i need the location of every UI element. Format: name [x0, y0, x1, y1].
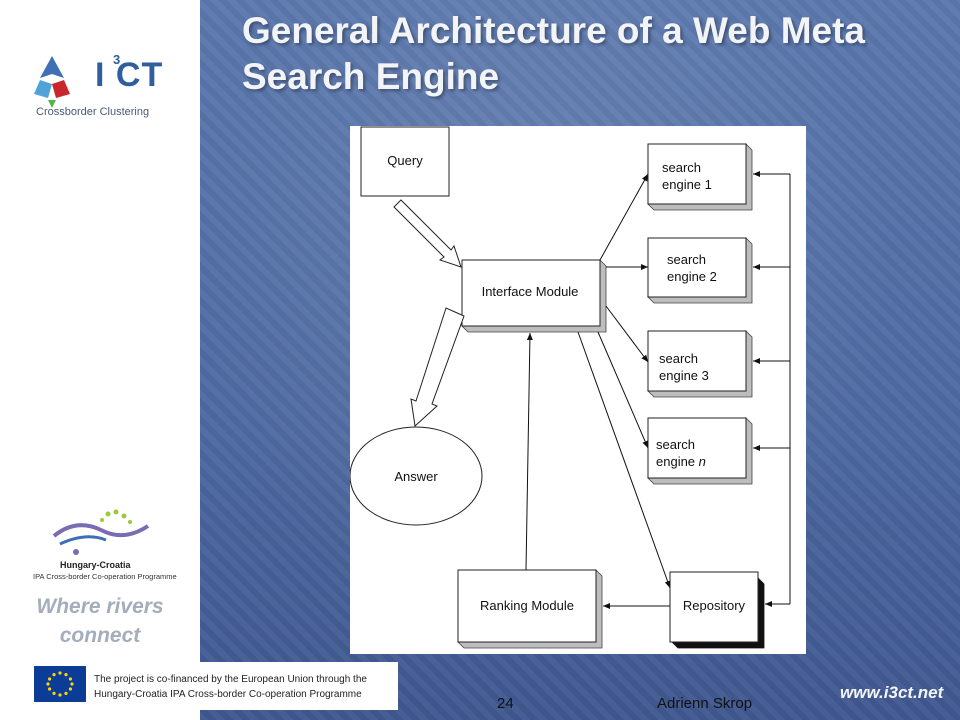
interface-module-box: Interface Module	[461, 259, 607, 333]
i3ct-wordmark: I CT	[95, 56, 164, 94]
slogan: Where rivers connect	[20, 592, 180, 650]
ranking-flow-arrows	[525, 332, 670, 609]
engine-1-line1: search	[662, 160, 701, 175]
ranking-module-box: Ranking Module	[457, 569, 603, 649]
engine-3-line1: search	[659, 351, 698, 366]
programme-subtitle: IPA Cross-border Co-operation Programme	[33, 572, 177, 581]
engine-n-italic: n	[699, 454, 706, 469]
engine-n-line2-text: engine	[656, 454, 699, 469]
interface-module-label: Interface Module	[482, 284, 579, 299]
repository-box: Repository	[669, 571, 765, 649]
search-engine-3-box: search engine 3	[647, 330, 753, 398]
query-to-interface-arrow	[393, 199, 462, 268]
eu-text-line-1: The project is co-financed by the Europe…	[94, 674, 367, 685]
slogan-line-1: Where rivers	[36, 595, 164, 618]
repository-label: Repository	[683, 598, 746, 613]
i3ct-tagline: Crossborder Clustering	[36, 106, 150, 118]
engine-n-line2: engine n	[656, 454, 706, 469]
eu-cofinancing-text: The project is co-financed by the Europe…	[94, 672, 367, 702]
author-name: Adrienn Skrop	[657, 695, 753, 712]
programme-name: Hungary-Croatia	[60, 560, 131, 570]
query-label: Query	[387, 153, 423, 168]
results-bus-arrows	[753, 171, 791, 607]
engine-2-line2: engine 2	[667, 269, 717, 284]
search-engine-1-box: search engine 1	[647, 143, 753, 211]
sidebar: I CT 3 Crossborder Clustering Hungary-Cr…	[0, 0, 200, 720]
website-link[interactable]: www.i3ct.net	[840, 683, 944, 702]
engine-1-line2: engine 1	[662, 177, 712, 192]
engine-n-line1: search	[656, 437, 695, 452]
answer-label: Answer	[394, 469, 438, 484]
eu-text-line-2: Hungary-Croatia IPA Cross-border Co-oper…	[94, 689, 362, 700]
ranking-module-label: Ranking Module	[480, 598, 574, 613]
interface-to-answer-arrow	[410, 307, 465, 428]
answer-ellipse: Answer	[350, 426, 483, 526]
query-box: Query	[360, 126, 450, 197]
engine-2-line1: search	[667, 252, 706, 267]
hungary-croatia-logo-icon	[52, 509, 150, 555]
slide-title: General Architecture of a Web Meta Searc…	[242, 10, 866, 97]
search-engine-2-box: search engine 2	[647, 237, 753, 304]
interface-to-engines-arrows	[577, 173, 671, 589]
eu-flag-icon	[34, 666, 86, 702]
engine-3-line2: engine 3	[659, 368, 709, 383]
i3ct-logo-icon	[34, 56, 70, 108]
diagram-panel: Query Interface Module Answer search eng…	[350, 126, 806, 654]
search-engine-n-box: search engine n	[647, 417, 753, 485]
i3ct-superscript: 3	[113, 52, 121, 67]
page-number: 24	[497, 695, 514, 712]
architecture-diagram: Query Interface Module Answer search eng…	[350, 126, 791, 649]
slogan-line-2: connect	[59, 624, 141, 647]
